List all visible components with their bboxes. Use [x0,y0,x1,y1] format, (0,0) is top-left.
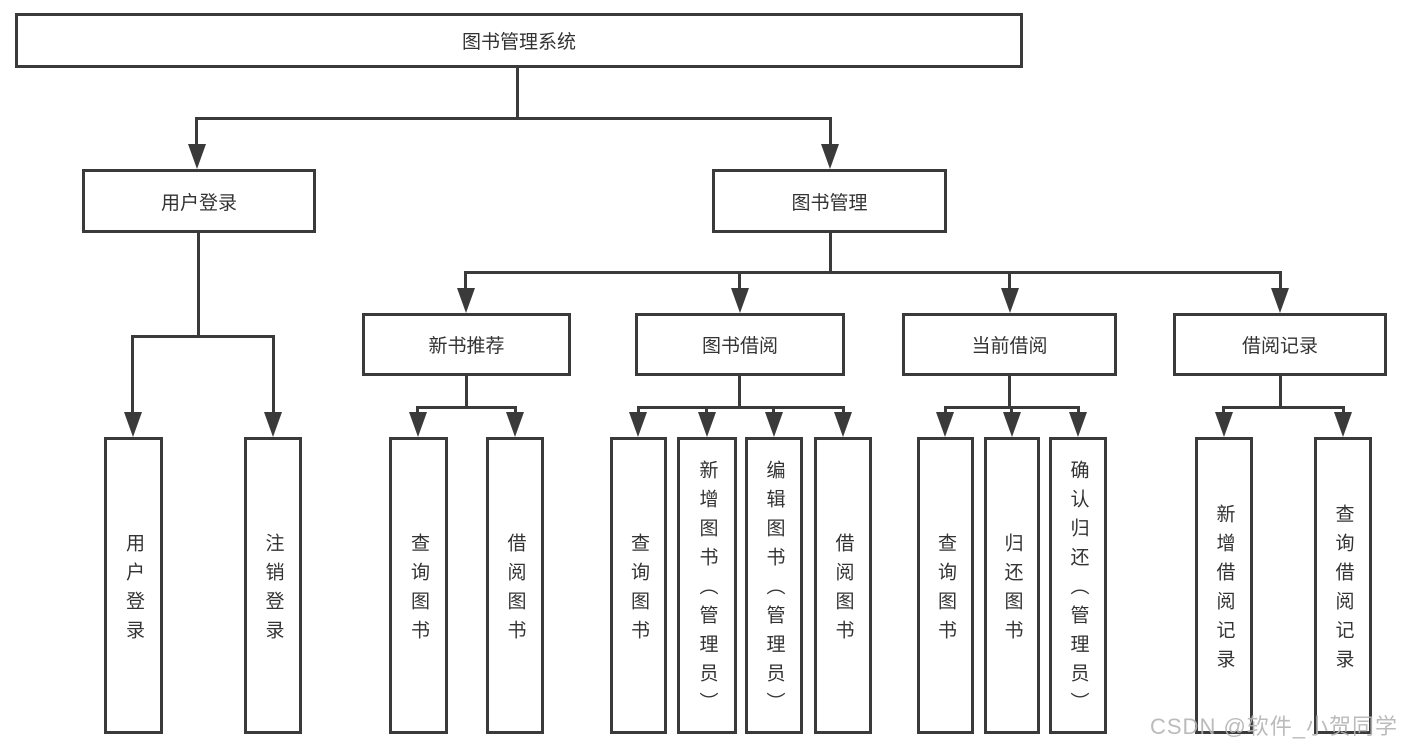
arrowhead-book-management [821,144,839,169]
arrowhead-confirm-return-admin [1069,412,1087,437]
csdn-watermark: CSDN @软件_小贺同学 [1150,714,1399,739]
connector-bookmgmt-stem [829,233,832,274]
leaf-query-books-recommend: 查询图书 [389,437,448,734]
connector-userlogin-split [131,335,275,338]
arrowhead-borrow-books-borrowing [834,412,852,437]
arrowhead-query-books-recommend [409,412,427,437]
connector-recommend-stem [465,376,468,409]
connector-userlogin-drop1 [131,335,134,415]
connector-records-drop1 [1222,406,1225,415]
arrowhead-leaf-user-login [124,412,142,437]
connector-bookmgmt-drop3 [1008,271,1011,291]
arrowhead-borrowing-records [1271,288,1289,313]
leaf-user-login: 用户登录 [104,437,163,734]
arrowhead-edit-book-admin [765,412,783,437]
arrowhead-query-borrow-record [1334,412,1352,437]
connector-current-drop1 [944,406,947,415]
connector-records-drop2 [1342,406,1345,415]
connector-records-stem [1279,376,1282,409]
connector-current-drop2 [1010,406,1013,415]
leaf-query-books-current: 查询图书 [917,437,974,734]
arrowhead-borrow-books-recommend [506,412,524,437]
arrowhead-add-book-admin [698,412,716,437]
connector-root-left-drop [195,117,198,147]
connector-borrowing-drop2 [705,406,708,415]
connector-root-stem [516,68,519,120]
leaf-confirm-return-admin: 确认归还（管理员） [1049,437,1107,734]
leaf-borrow-books-borrowing: 借阅图书 [814,437,872,734]
connector-bookmgmt-split [464,271,1282,274]
arrowhead-new-book-recommendation [457,288,475,313]
leaf-edit-book-admin: 编辑图书（管理员） [745,437,803,734]
arrowhead-user-login [188,144,206,169]
connector-userlogin-drop2 [272,335,275,415]
connector-records-split [1222,406,1345,409]
connector-current-stem [1008,376,1011,409]
leaf-query-borrow-record: 查询借阅记录 [1314,437,1372,734]
node-current-borrowing: 当前借阅 [902,313,1117,376]
arrowhead-current-borrowing [1001,288,1019,313]
connector-borrowing-split [637,406,845,409]
connector-bookmgmt-drop2 [738,271,741,291]
connector-bookmgmt-drop1 [464,271,467,291]
connector-borrowing-drop3 [772,406,775,415]
arrowhead-add-borrow-record [1215,412,1233,437]
node-new-book-recommendation: 新书推荐 [362,313,571,376]
node-book-management: 图书管理 [712,169,947,233]
connector-userlogin-stem [197,233,200,338]
connector-borrowing-drop1 [637,406,640,415]
connector-borrowing-drop4 [842,406,845,415]
leaf-query-books-borrowing: 查询图书 [610,437,667,734]
arrowhead-query-books-borrowing [629,412,647,437]
node-library-management-system: 图书管理系统 [15,13,1023,68]
leaf-logout: 注销登录 [244,437,302,734]
connector-recommend-drop1 [416,406,419,415]
arrowhead-query-books-current [936,412,954,437]
arrowhead-return-book [1003,412,1021,437]
leaf-return-book: 归还图书 [984,437,1040,734]
node-borrowing-records: 借阅记录 [1173,313,1387,376]
connector-borrowing-stem [738,376,741,409]
connector-recommend-drop2 [514,406,517,415]
node-user-login: 用户登录 [82,169,316,233]
arrowhead-book-borrowing [731,288,749,313]
arrowhead-leaf-logout [264,412,282,437]
leaf-add-book-admin: 新增图书（管理员） [677,437,737,734]
leaf-borrow-books-recommend: 借阅图书 [486,437,544,734]
connector-root-split [195,117,832,120]
connector-recommend-split [416,406,517,409]
connector-root-right-drop [829,117,832,147]
connector-bookmgmt-drop4 [1279,271,1282,291]
node-book-borrowing: 图书借阅 [635,313,845,376]
connector-current-drop3 [1077,406,1080,415]
leaf-add-borrow-record: 新增借阅记录 [1195,437,1253,734]
